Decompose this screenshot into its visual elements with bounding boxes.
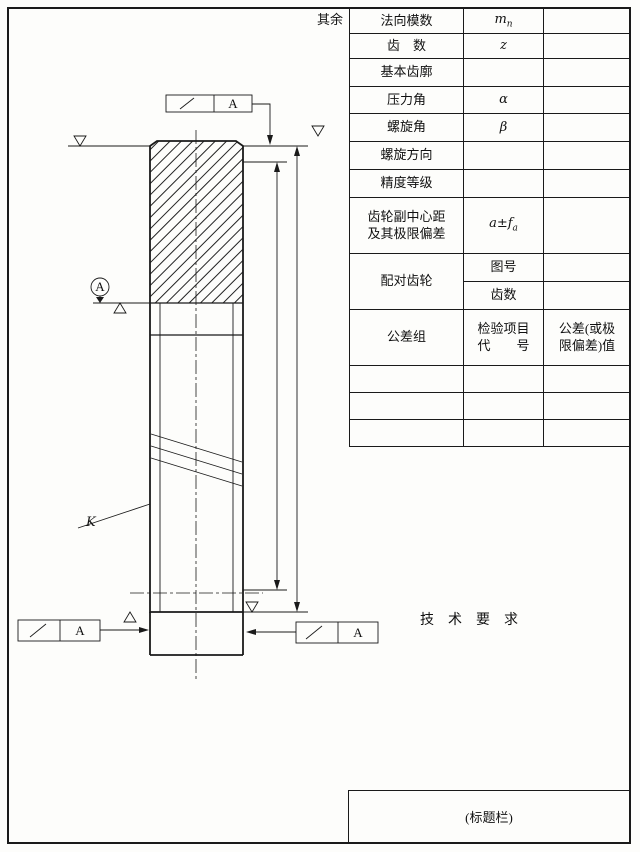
title-block: (标题栏) bbox=[348, 790, 630, 843]
roughness-icon bbox=[113, 302, 127, 314]
param-symbol: z bbox=[463, 33, 544, 59]
param-label: 齿轮副中心距 及其极限偏差 bbox=[349, 197, 464, 254]
param-label: 图号 bbox=[463, 253, 544, 282]
fcf-datum-letter: A bbox=[353, 625, 363, 640]
title-block-label: (标题栏) bbox=[465, 810, 513, 825]
empty-cell bbox=[543, 419, 631, 447]
k-letter: K bbox=[85, 515, 97, 530]
datum-letter: A bbox=[95, 279, 105, 294]
param-symbol: mn bbox=[463, 8, 544, 34]
geo-tolerance-symbol bbox=[179, 97, 195, 110]
technical-requirements-heading: 技 术 要 求 bbox=[420, 613, 518, 628]
param-value bbox=[543, 8, 631, 34]
roughness-icon bbox=[245, 601, 259, 613]
empty-cell bbox=[349, 419, 464, 447]
empty-cell bbox=[349, 392, 464, 420]
hub-stub bbox=[149, 612, 244, 656]
param-col3-header: 公差(或极 限偏差)值 bbox=[543, 309, 631, 366]
feature-control-frame-top: A bbox=[165, 94, 273, 145]
param-value bbox=[543, 58, 631, 87]
dimension-lines bbox=[274, 146, 300, 612]
empty-cell bbox=[349, 365, 464, 393]
view-label-k: K bbox=[77, 503, 151, 530]
param-value bbox=[543, 169, 631, 198]
param-col2-header: 检验项目 代 号 bbox=[463, 309, 544, 366]
param-label: 公差组 bbox=[349, 309, 464, 366]
param-value bbox=[543, 33, 631, 59]
fcf-datum-letter: A bbox=[228, 96, 238, 111]
empty-cell bbox=[463, 419, 544, 447]
gear-section-view bbox=[149, 140, 244, 656]
param-label: 精度等级 bbox=[349, 169, 464, 198]
param-symbol bbox=[463, 141, 544, 170]
param-value bbox=[543, 113, 631, 142]
param-value bbox=[543, 86, 631, 114]
empty-cell bbox=[543, 392, 631, 420]
gear-parameter-table: 法向模数 mn 齿 数 z 基本齿廓 压力角 α 螺旋角 β 螺旋方向 bbox=[349, 8, 631, 447]
param-symbol: β bbox=[463, 113, 544, 142]
hatched-rim-area bbox=[150, 141, 243, 303]
param-label: 压力角 bbox=[349, 86, 464, 114]
empty-cell bbox=[463, 365, 544, 393]
param-group-label: 配对齿轮 bbox=[349, 253, 464, 310]
param-label: 法向模数 bbox=[349, 8, 464, 34]
datum-symbol: A bbox=[90, 277, 110, 303]
param-label: 齿数 bbox=[463, 281, 544, 310]
roughness-icon bbox=[311, 125, 325, 137]
extension-lines bbox=[68, 145, 308, 613]
param-label: 齿 数 bbox=[349, 33, 464, 59]
empty-cell bbox=[543, 365, 631, 393]
feature-control-frame-bottom-left: A bbox=[17, 619, 149, 642]
param-label: 基本齿廓 bbox=[349, 58, 464, 87]
param-value bbox=[543, 253, 631, 282]
geo-tolerance-symbol bbox=[305, 625, 323, 640]
param-value bbox=[543, 197, 631, 254]
param-label: 螺旋角 bbox=[349, 113, 464, 142]
geo-tolerance-symbol bbox=[29, 623, 47, 638]
empty-cell bbox=[463, 392, 544, 420]
param-symbol bbox=[463, 169, 544, 198]
param-label: 螺旋方向 bbox=[349, 141, 464, 170]
fcf-datum-letter: A bbox=[75, 623, 85, 638]
param-value bbox=[543, 141, 631, 170]
feature-control-frame-bottom-right: A bbox=[246, 621, 379, 644]
param-value bbox=[543, 281, 631, 310]
roughness-icon bbox=[73, 135, 87, 147]
param-symbol: a±fa bbox=[463, 197, 544, 254]
surplus-roughness-note: 其余 bbox=[317, 12, 344, 27]
param-symbol bbox=[463, 58, 544, 87]
surface-roughness-symbols bbox=[73, 125, 325, 623]
param-symbol: α bbox=[463, 86, 544, 114]
helix-direction-lines bbox=[150, 433, 243, 487]
roughness-icon bbox=[123, 611, 137, 623]
